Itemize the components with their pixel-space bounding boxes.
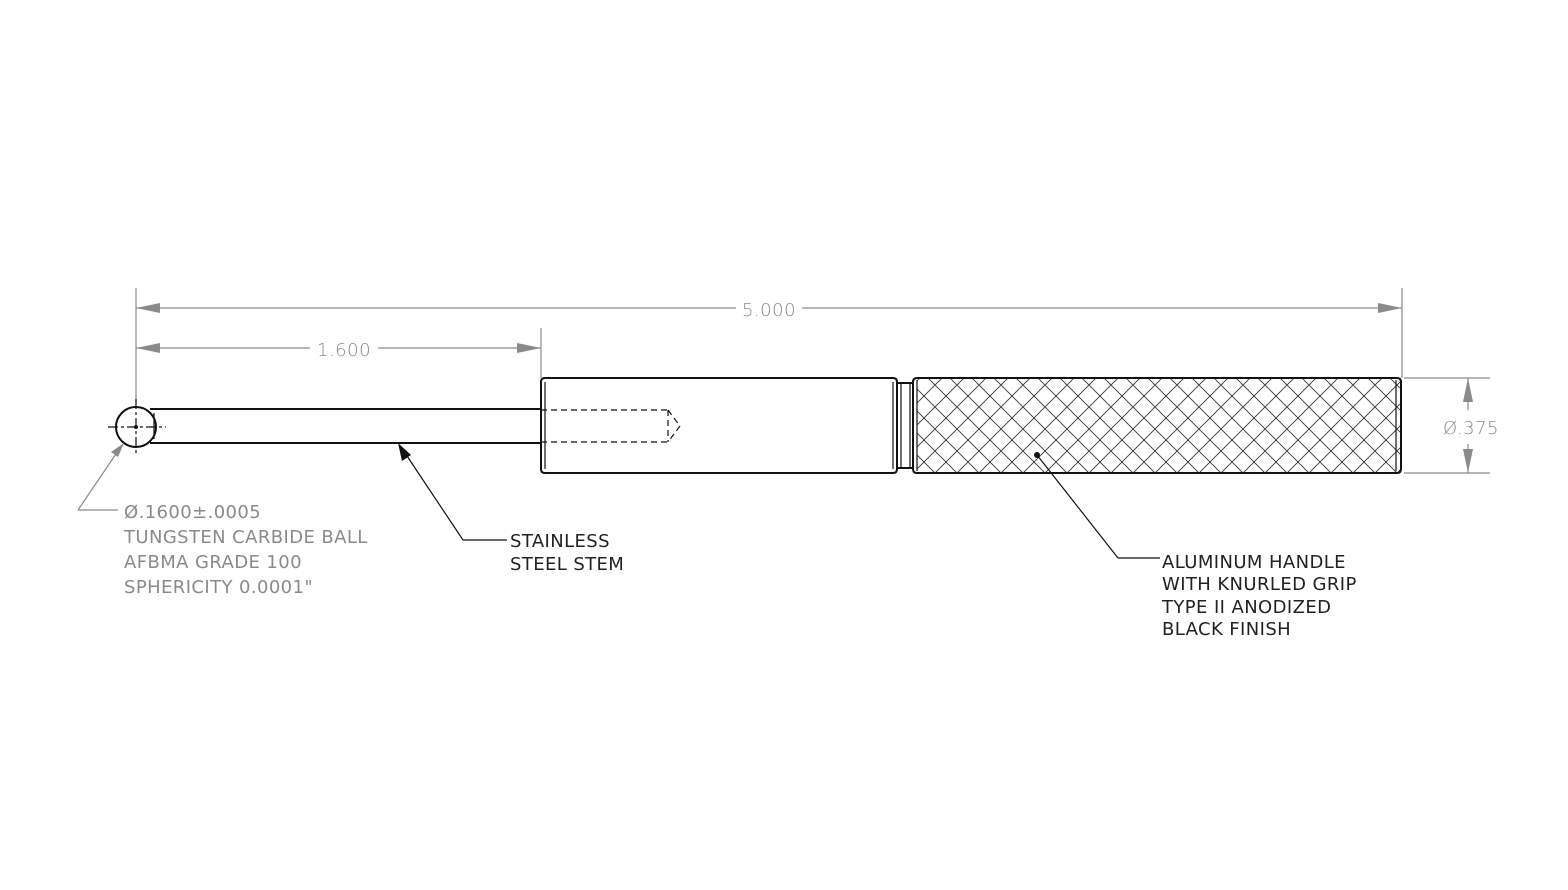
- ball-note-line-2: TUNGSTEN CARBIDE BALL: [123, 527, 368, 548]
- arrowhead-left: [136, 303, 160, 313]
- arrowhead-up: [1463, 378, 1473, 402]
- ball-note-line-3: AFBMA GRADE 100: [124, 552, 302, 573]
- handle-callout: ALUMINUM HANDLE WITH KNURLED GRIP TYPE I…: [1034, 452, 1357, 640]
- arrowhead-down: [1463, 449, 1473, 473]
- stem-length-label: 1.600: [317, 340, 371, 361]
- overall-length-dimension: 5.000: [135, 288, 1403, 405]
- ball-note-line-4: SPHERICITY 0.0001": [124, 577, 313, 598]
- handle-note-line-3: TYPE II ANODIZED: [1161, 597, 1331, 618]
- handle-note-line-1: ALUMINUM HANDLE: [1162, 552, 1346, 573]
- arrowhead-right: [1378, 303, 1402, 313]
- handle-diameter-label: Ø.375: [1443, 418, 1499, 439]
- overall-length-label: 5.000: [742, 300, 796, 321]
- stem-note-line-1: STAINLESS: [510, 531, 610, 552]
- ball-callout: Ø.1600±.0005 TUNGSTEN CARBIDE BALL AFBMA…: [77, 443, 368, 598]
- ball-note-line-1: Ø.1600±.0005: [124, 502, 261, 523]
- handle-diameter-dimension: Ø.375: [1404, 377, 1499, 474]
- knurled-handle: [912, 377, 1402, 474]
- stem-callout: STAINLESS STEEL STEM: [398, 443, 624, 575]
- stem-length-dimension: 1.600: [136, 328, 542, 378]
- stem-note-line-2: STEEL STEM: [510, 554, 624, 575]
- stainless-stem: [150, 408, 681, 444]
- carbide-ball: [108, 399, 166, 455]
- arrowhead-right: [517, 343, 541, 353]
- arrowhead-left: [136, 343, 160, 353]
- handle-note-line-2: WITH KNURLED GRIP: [1162, 574, 1357, 595]
- handle-note-line-4: BLACK FINISH: [1162, 619, 1291, 640]
- handle-collar: [540, 377, 913, 474]
